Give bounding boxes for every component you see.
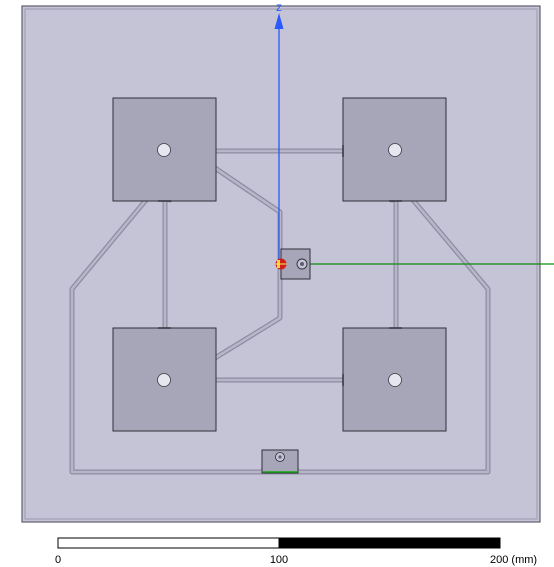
junction-marks <box>158 145 402 386</box>
patch-bottom-right[interactable] <box>342 327 447 432</box>
excitation-port-icon[interactable] <box>275 258 287 270</box>
scale-label-200-mm: 200 (mm) <box>490 554 537 566</box>
via-hole-icon <box>388 143 402 157</box>
via-hole-icon <box>157 143 171 157</box>
scale-label-100: 100 <box>270 554 288 566</box>
scale-bar: 0 100 200 (mm) <box>55 537 537 566</box>
patch-top-right[interactable] <box>342 97 447 202</box>
via-hole-icon <box>388 373 402 387</box>
z-axis-label: z <box>276 0 282 14</box>
edge-connector-icon[interactable] <box>261 449 299 474</box>
patch-top-left[interactable] <box>112 97 217 202</box>
via-hole-icon <box>157 373 171 387</box>
scale-label-0: 0 <box>55 554 61 566</box>
z-axis <box>274 13 284 268</box>
patch-bottom-left[interactable] <box>112 327 217 432</box>
